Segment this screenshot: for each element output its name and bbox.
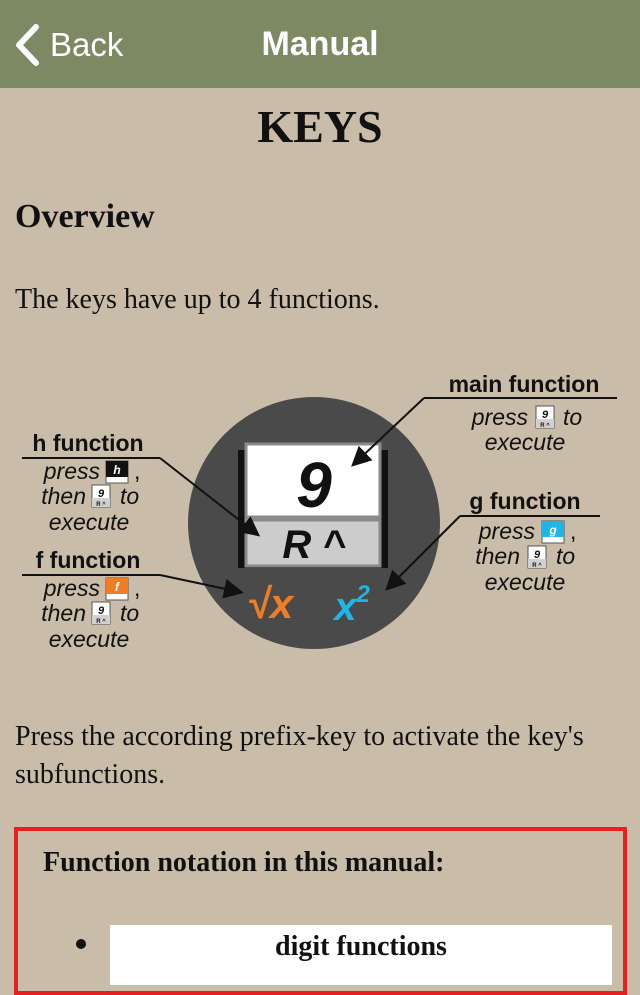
function-notation-box: Function notation in this manual: digit … bbox=[14, 827, 627, 995]
section-heading: Overview bbox=[15, 198, 155, 235]
g-function-exponent: 2 bbox=[355, 581, 370, 608]
intro-text: The keys have up to 4 functions. bbox=[15, 284, 380, 315]
f-function-comma: , bbox=[134, 575, 140, 601]
notation-title: Function notation in this manual: bbox=[43, 847, 445, 878]
main-mini-key-lower: R ^ bbox=[540, 423, 550, 429]
main-function-to: to bbox=[563, 404, 582, 430]
f-function-press: press bbox=[43, 575, 101, 601]
main-mini-key-digit: 9 bbox=[542, 409, 549, 421]
g-mini-key-lower: R ^ bbox=[532, 563, 542, 569]
h-prefix-key-icon: h bbox=[105, 460, 129, 484]
g-mini-key-digit: 9 bbox=[534, 549, 541, 561]
page-title: KEYS bbox=[257, 101, 383, 152]
f-mini-key-digit: 9 bbox=[98, 605, 105, 617]
g-function-arrow bbox=[385, 515, 461, 591]
g-function-label: x2 bbox=[332, 581, 370, 629]
key-digit: 9 bbox=[296, 449, 332, 521]
g-function-comma: , bbox=[570, 518, 576, 544]
f-function-arrow bbox=[159, 574, 244, 599]
g-function-to: to bbox=[556, 543, 575, 569]
back-label: Back bbox=[50, 26, 124, 63]
h-mini-key-digit: 9 bbox=[98, 488, 105, 500]
notation-item-digit-functions: digit functions bbox=[110, 925, 612, 985]
h-prefix-key-letter: h bbox=[113, 463, 120, 477]
f-function-execute: execute bbox=[49, 626, 130, 652]
g-function-then: then bbox=[475, 543, 520, 569]
key-lower-label: R ^ bbox=[282, 523, 346, 567]
f-function-then: then bbox=[41, 600, 86, 626]
g-function-execute: execute bbox=[485, 569, 566, 595]
main-function-press: press bbox=[471, 404, 529, 430]
h-function-then: then bbox=[41, 483, 86, 509]
list-bullet bbox=[76, 939, 86, 949]
main-function-title: main function bbox=[449, 371, 600, 397]
f-function-label: √x bbox=[247, 580, 295, 627]
h-function-comma: , bbox=[134, 458, 140, 484]
h-function-press: press bbox=[43, 458, 101, 484]
chevron-left-icon bbox=[16, 24, 39, 66]
h-mini-key-lower: R ^ bbox=[96, 502, 106, 508]
g-function-press: press bbox=[478, 518, 536, 544]
f-function-title: f function bbox=[36, 547, 141, 573]
f-prefix-key-letter: f bbox=[115, 580, 120, 594]
f-mini-key-lower: R ^ bbox=[96, 619, 106, 625]
h-function-title: h function bbox=[32, 430, 143, 456]
g-function-base: x bbox=[332, 585, 358, 629]
main-function-arrow bbox=[351, 397, 425, 467]
f-prefix-key-icon: f bbox=[105, 577, 129, 601]
h-function-to: to bbox=[120, 483, 139, 509]
g-prefix-key-letter: g bbox=[548, 523, 557, 537]
g-prefix-key-icon: g bbox=[541, 520, 565, 544]
back-button[interactable]: Back bbox=[14, 22, 123, 68]
h-function-arrow bbox=[159, 457, 261, 537]
g-function-title: g function bbox=[469, 488, 580, 514]
h-function-execute: execute bbox=[49, 509, 130, 535]
f-function-to: to bbox=[120, 600, 139, 626]
main-function-execute: execute bbox=[485, 429, 566, 455]
navigation-bar: Back Manual bbox=[0, 0, 640, 88]
calculator-key: 9 R ^ √x x2 bbox=[238, 442, 388, 629]
key-functions-diagram: 9 R ^ √x x2 main function press 9 R ^ to… bbox=[22, 371, 617, 652]
prefix-key-description: Press the according prefix-key to activa… bbox=[15, 721, 584, 790]
